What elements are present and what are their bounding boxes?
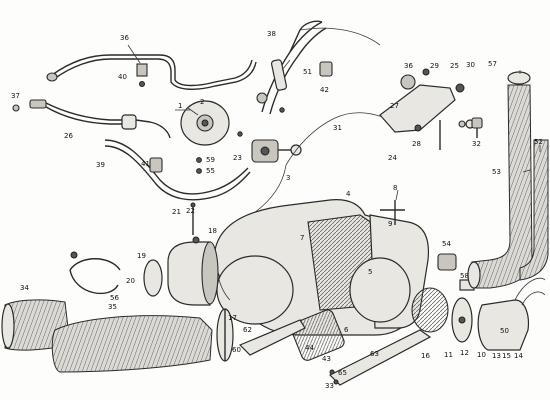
callout-7: 7 [300,234,304,242]
callout-17: 17 [228,314,237,322]
callout-14: 14 [514,352,523,360]
grille-44 [290,309,345,361]
callout-16: 16 [421,352,430,360]
callout-50: 50 [500,327,509,335]
callout-29: 29 [430,62,439,70]
bracket-42 [319,61,333,77]
callout-20: 20 [126,277,135,285]
callout-53: 53 [492,168,501,176]
callout-25: 25 [450,62,459,70]
callout-58: 58 [460,272,469,280]
callout-34: 34 [20,284,29,292]
callout-23: 23 [233,154,242,162]
block-54 [437,253,457,271]
support-18 [190,202,196,235]
callout-30: 30 [466,61,475,69]
fuel-pipe-26 [29,99,171,139]
callout-57: 57 [488,60,497,68]
callout-37: 37 [11,92,20,100]
callout-38: 38 [267,30,276,38]
part-32 [471,117,483,138]
hose-main [51,315,213,373]
bolts-55-59 [196,157,202,174]
callout-10: 10 [477,351,486,359]
hose-elbow-53 [467,71,533,289]
blower-assembly [143,236,219,306]
callout-12: 12 [460,349,469,357]
callout-4: 4 [346,190,351,198]
callout-40: 40 [118,73,127,81]
callout-28: 28 [412,140,421,148]
callout-6: 6 [344,326,349,334]
tube-51 [270,59,288,91]
valve-22 [251,139,302,163]
callout-36b: 36 [404,62,413,70]
callout-9: 9 [388,220,392,228]
fan-assembly [411,287,473,343]
callout-41: 41 [141,160,150,168]
callout-19: 19 [137,252,146,260]
callout-27: 27 [390,102,399,110]
callout-56: 56 [110,294,119,302]
callout-52: 52 [534,138,543,146]
fastener-65 [329,369,339,385]
callout-31: 31 [333,124,342,132]
callout-55: 55 [206,167,215,175]
callout-1: 1 [178,102,182,110]
callout-24: 24 [388,154,397,162]
callout-2: 2 [200,98,204,106]
callout-26: 26 [64,132,73,140]
callout-leaders [127,44,541,201]
callout-22: 22 [186,207,195,215]
flange-60 [216,308,234,362]
callout-5: 5 [368,268,372,276]
callout-43: 43 [322,355,331,363]
callout-62: 62 [243,326,252,334]
callout-13: 13 [492,352,501,360]
callout-51: 51 [303,68,312,76]
callout-labels: 1 2 3 4 5 6 7 8 9 10 11 12 13 14 15 16 1… [11,30,543,390]
clamp-41 [149,157,163,173]
plate-62 [238,319,306,356]
callout-3: 3 [286,174,290,182]
callout-15: 15 [502,352,511,360]
callout-11: 11 [444,351,453,359]
callout-21: 21 [172,208,181,216]
rod-8 [380,200,405,225]
motor-13 [477,277,546,351]
fuel-pipe-upper [46,54,257,90]
callout-32: 32 [472,140,481,148]
callout-39: 39 [96,161,105,169]
small-parts-top [237,92,285,137]
callout-60: 60 [232,346,241,354]
callout-36: 36 [120,34,129,42]
callout-33: 33 [325,382,334,390]
callout-59: 59 [206,156,215,164]
callout-63: 63 [370,350,379,358]
duct-52 [519,139,549,281]
shroud-outline-top [299,27,381,46]
callout-54: 54 [442,240,451,248]
clamp-35 [69,251,121,295]
hose-39 [104,139,251,201]
clip-37 [12,104,20,112]
callout-42: 42 [320,86,329,94]
callout-35: 35 [108,303,117,311]
pipe-clip-40 [136,63,148,87]
callout-8: 8 [393,184,397,192]
callout-65: 65 [338,369,347,377]
lever-bracket [379,68,475,150]
thermostat-assembly [175,100,230,146]
callout-44: 44 [305,344,314,352]
callout-18: 18 [208,227,217,235]
